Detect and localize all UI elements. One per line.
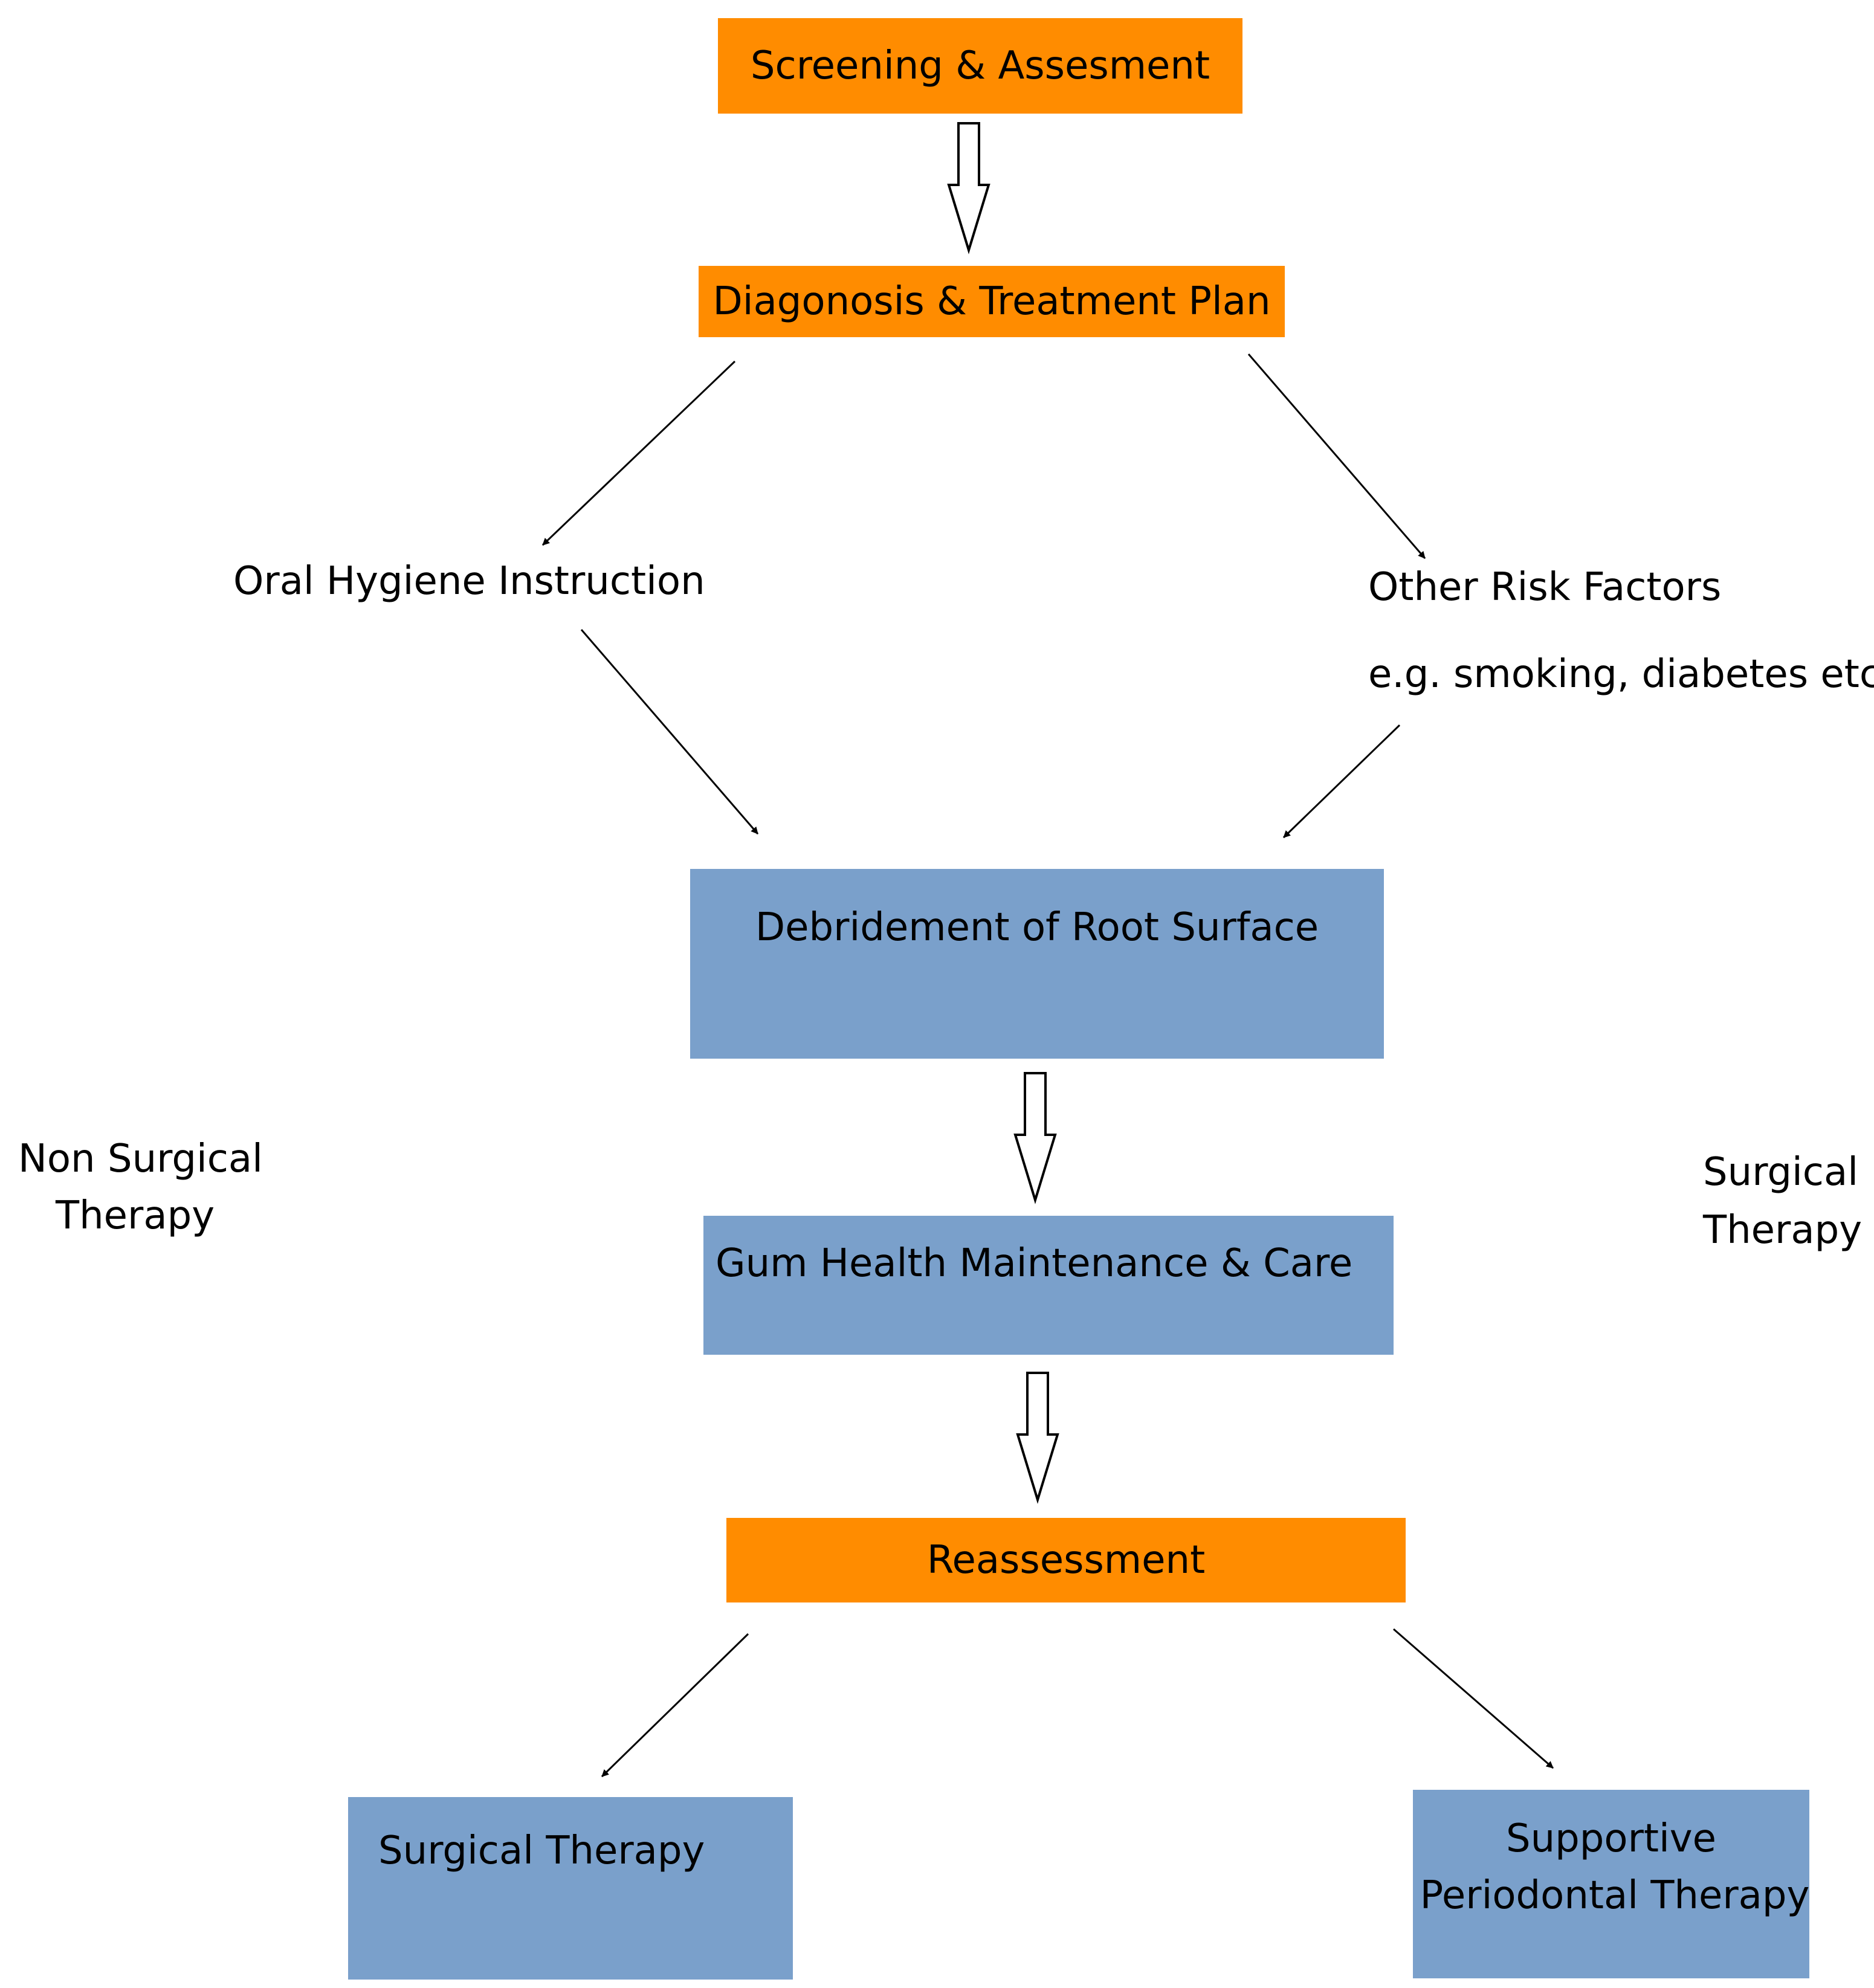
surgical-therapy-label-line2: Therapy <box>1703 1208 1863 1253</box>
debridement-root-surface-label: Debridement of Root Surface <box>755 905 1319 950</box>
gum-health-maintenance-box: Gum Health Maintenance & Care <box>703 1216 1394 1355</box>
arrow-oral-hygiene-to-debridement <box>580 629 759 834</box>
screening-assessment-label: Screening & Assesment <box>750 44 1210 88</box>
diagnosis-treatment-plan-box: Diagonosis & Treatment Plan <box>699 266 1285 337</box>
reassessment-box: Reassessment <box>726 1518 1406 1602</box>
arrow-reassessment-to-supportive <box>1393 1628 1554 1769</box>
other-risk-factors-example: e.g. smoking, diabetes etc. <box>1368 652 1874 697</box>
surgical-therapy-box-label: Surgical Therapy <box>378 1828 705 1873</box>
surgical-therapy-box: Surgical Therapy <box>348 1797 793 1980</box>
supportive-label-line2: Periodontal Therapy <box>1420 1873 1810 1918</box>
gum-health-maintenance-label: Gum Health Maintenance & Care <box>716 1241 1353 1286</box>
diagnosis-treatment-plan-label: Diagonosis & Treatment Plan <box>712 279 1271 324</box>
non-surgical-therapy-label-line1: Non Surgical <box>18 1137 263 1181</box>
arrow-reassessment-to-surgical <box>601 1633 749 1778</box>
supportive-periodontal-therapy-box: Supportive Periodontal Therapy <box>1413 1790 1809 1978</box>
hollow-down-arrow-2 <box>1013 1072 1057 1204</box>
debridement-root-surface-box: Debridement of Root Surface <box>690 869 1384 1059</box>
surgical-therapy-label-line1: Surgical <box>1703 1150 1858 1195</box>
reassessment-label: Reassessment <box>926 1538 1206 1583</box>
arrow-diagnosis-to-oral-hygiene <box>541 360 736 546</box>
supportive-label-line1: Supportive <box>1505 1816 1717 1861</box>
screening-assessment-box: Screening & Assesment <box>718 18 1242 114</box>
non-surgical-therapy-label-line2: Therapy <box>56 1193 215 1238</box>
hollow-down-arrow-1 <box>947 122 990 254</box>
other-risk-factors-label: Other Risk Factors <box>1368 565 1722 610</box>
arrow-other-risk-to-debridement <box>1282 724 1401 839</box>
oral-hygiene-instruction-label: Oral Hygiene Instruction <box>233 559 705 604</box>
arrow-diagnosis-to-other-risk <box>1247 353 1426 559</box>
hollow-down-arrow-3 <box>1016 1372 1059 1504</box>
